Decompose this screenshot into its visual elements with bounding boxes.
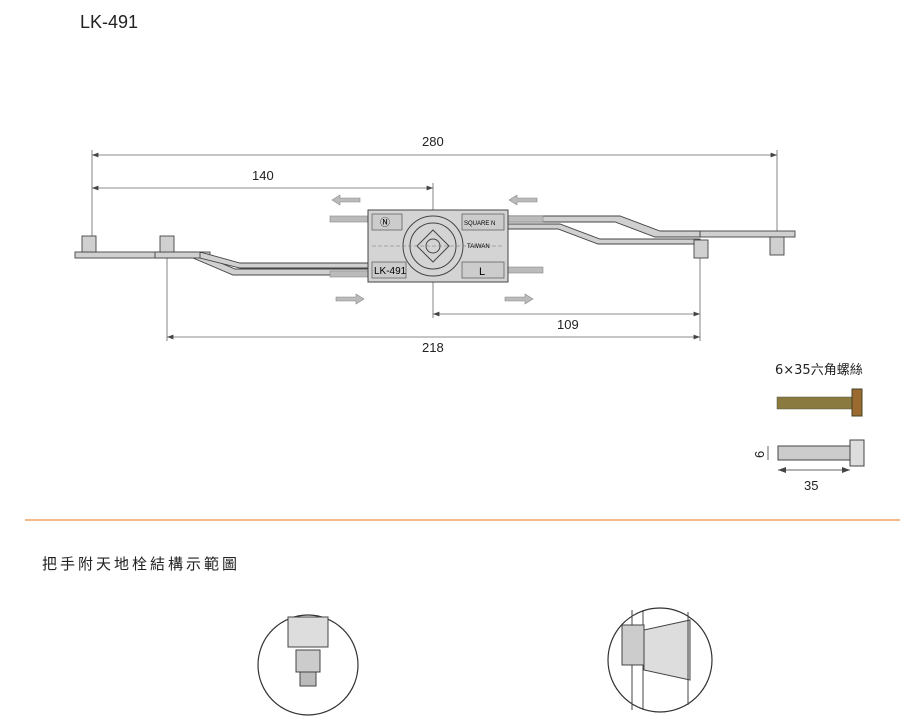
section-heading: 把手附天地栓結構示範圖 — [42, 555, 241, 573]
direction-arrows — [329, 194, 544, 305]
dim-109: 109 — [557, 317, 579, 332]
brand-mark: Ⓝ — [380, 217, 390, 229]
body-model-text: LK-491 — [374, 266, 407, 277]
bolt-diameter: 6 — [752, 451, 767, 458]
model-title: LK-491 — [80, 12, 139, 32]
dim-280: 280 — [422, 134, 444, 149]
square-n-text: SQUARE N — [464, 221, 495, 227]
dim-140: 140 — [252, 168, 274, 183]
taiwan-text: TAIWAN — [467, 244, 490, 250]
side-text: L — [479, 266, 485, 278]
bolt-length: 35 — [804, 478, 818, 493]
bolt-drawing: 35 6 — [752, 439, 865, 493]
dim-218: 218 — [422, 340, 444, 355]
detail-circle-left — [257, 614, 359, 716]
detail-circle-right — [607, 607, 713, 713]
dimension-lines — [91, 150, 778, 341]
bolt-photo — [776, 388, 863, 417]
bolt-label: 6×35六角螺絲 — [775, 363, 863, 378]
lock-body: Ⓝ SQUARE N TAIWAN LK-491 L — [367, 209, 509, 283]
